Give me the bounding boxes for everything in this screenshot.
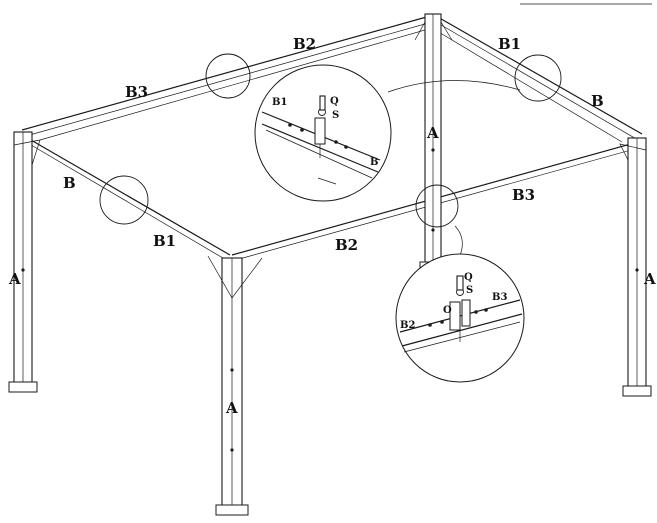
joint-ring-b2-b3 [205,53,251,99]
post-left [8,131,41,393]
callout-bottom-label-b3: B3 [492,292,507,303]
label-beam-b-left: B [63,174,76,192]
joint-ring-left [99,175,149,225]
label-post-a-front: A [225,399,238,417]
post-bolts [21,148,639,452]
callout-top-joint [254,64,392,202]
label-beam-b1-top-right: B1 [498,35,521,53]
callout-top-label-s: S [332,110,339,121]
post-back [414,13,453,273]
joint-ring-front-right [415,184,459,228]
label-post-a-back: A [426,124,439,142]
callout-top-label-q: Q [330,96,339,107]
label-beam-b2-front: B2 [335,236,358,254]
joint-ring-b1-b [514,54,562,102]
callout-bottom-label-b2: B2 [400,320,415,331]
label-beam-b-right: B [591,92,604,110]
callout-bottom-label-s: S [466,285,473,296]
label-post-a-left: A [8,270,21,288]
label-beam-b3-front-right: B3 [512,186,535,204]
post-front [207,255,263,516]
callout-bottom-joint [395,253,525,383]
callout-top-label-b: B [370,157,378,168]
callout-bottom-label-q: Q [464,272,473,283]
label-beam-b2-top: B2 [293,35,316,53]
callout-top-label-b1: B1 [272,97,287,108]
label-beam-b3-top-left: B3 [125,83,148,101]
leader-top [387,80,521,93]
post-right [619,137,652,397]
label-post-a-right: A [643,270,656,288]
label-beam-b1-front-left: B1 [153,232,176,250]
callout-bottom-label-o: O [443,305,452,316]
